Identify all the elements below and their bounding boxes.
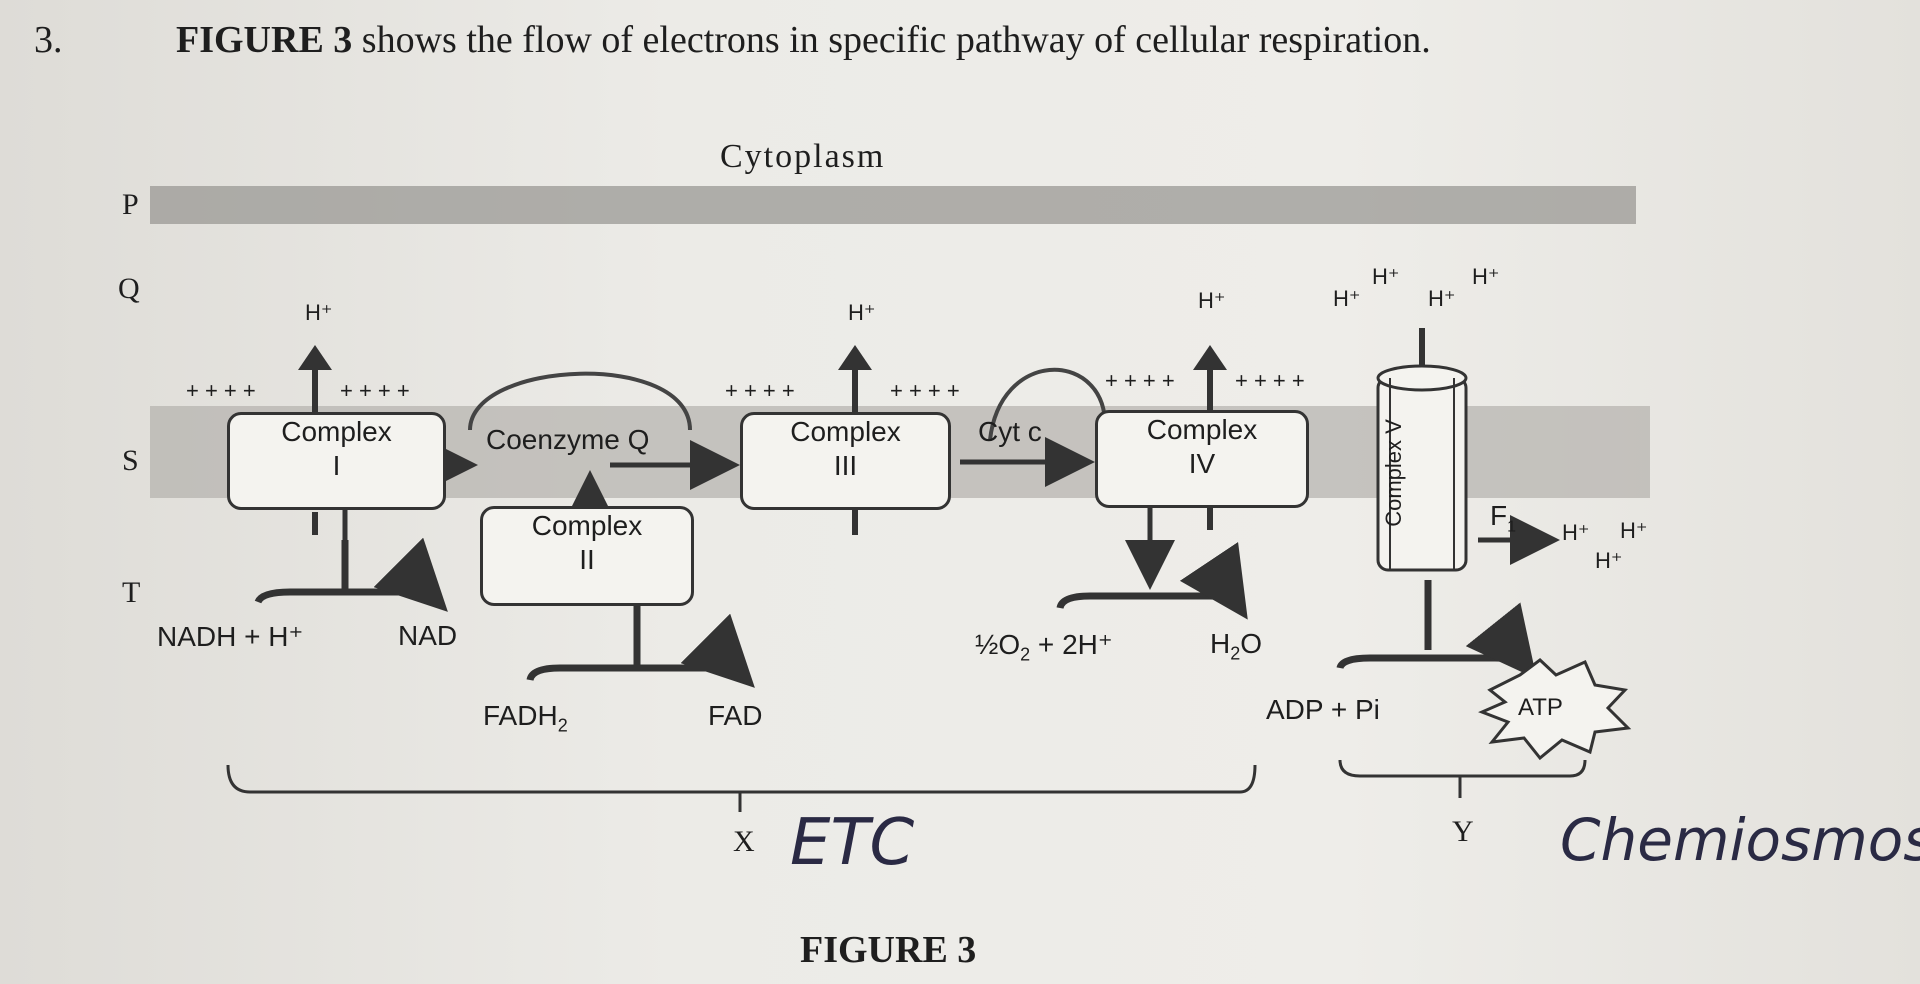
fadh2-label: FADH2 [483, 700, 568, 737]
adp-label: ADP + Pi [1266, 694, 1380, 725]
label-y: Y [1452, 815, 1474, 848]
complex3-line1: Complex [790, 416, 901, 447]
outer-membrane-band [150, 186, 1636, 224]
bracket-y [1338, 759, 1587, 798]
oxygen-subscript: 2 [1020, 644, 1031, 665]
oxygen-text: ½O [975, 629, 1021, 660]
coenzyme-q-label: Coenzyme Q [486, 424, 650, 455]
handwritten-answer-x: ETC [790, 806, 915, 880]
hplus-complex1: H⁺ [305, 300, 333, 325]
hplus-matrix-2: H⁺ [1620, 518, 1648, 543]
oxygen-protons: + 2H⁺ [1030, 629, 1113, 660]
question-text: FIGURE 3 shows the flow of electrons in … [176, 18, 1431, 62]
f1-label: F1 [1490, 500, 1516, 537]
water-o: O [1240, 628, 1263, 659]
label-q: Q [118, 272, 140, 305]
hplus-top-1: H⁺ [1333, 286, 1361, 311]
water-h: H [1210, 628, 1231, 659]
plus-signs-3a: + + + + [725, 378, 795, 403]
hplus-matrix-1: H⁺ [1562, 520, 1590, 545]
complex-2-box: Complex II [480, 506, 694, 606]
proton-pump-arrows [298, 345, 1227, 420]
label-x: X [733, 825, 755, 858]
complex1-line1: Complex [281, 416, 392, 447]
nad-label: NAD [398, 620, 458, 651]
atp-reaction-curve [1336, 580, 1528, 668]
plus-signs-4b: + + + + [1235, 368, 1305, 393]
question-figure-ref: FIGURE 3 [176, 19, 353, 61]
complex2-line2: II [579, 544, 595, 575]
plus-signs-1b: + + + + [340, 378, 410, 403]
coenzyme-q-loop [468, 371, 692, 431]
bracket-x [226, 764, 1257, 812]
fadh2-reaction-curve [526, 605, 745, 680]
hplus-complex3: H⁺ [848, 300, 876, 325]
atp-label: ATP [1518, 694, 1563, 721]
complex-1-box: Complex I [227, 412, 446, 510]
complex-4-box: Complex IV [1095, 410, 1309, 508]
hplus-top-3: H⁺ [1428, 286, 1456, 311]
complex4-line2: IV [1188, 448, 1216, 479]
complex3-line2: III [833, 450, 858, 481]
cyt-c-label: Cyt c [978, 416, 1042, 447]
figure-caption: FIGURE 3 [800, 929, 977, 971]
complex-3-box: Complex III [740, 412, 951, 510]
f1-subscript: 1 [1507, 518, 1517, 536]
nadh-label: NADH + H⁺ [157, 621, 304, 652]
fadh2-text: FADH [483, 700, 558, 731]
hplus-top-2: H⁺ [1372, 264, 1400, 289]
label-t: T [122, 576, 141, 609]
complex5-cylinder [1376, 364, 1468, 572]
fad-label: FAD [708, 700, 763, 731]
complex2-line1: Complex [531, 510, 643, 541]
complex-5-label: Complex V [1380, 419, 1406, 527]
complex4-line1: Complex [1146, 414, 1258, 445]
oxygen-label: ½O2 + 2H⁺ [975, 628, 1113, 666]
cytoplasm-label: Cytoplasm [720, 138, 886, 175]
fadh2-subscript: 2 [557, 715, 568, 736]
nadh-reaction-curve [254, 540, 438, 602]
water-label: H2O [1210, 628, 1262, 665]
cytc-loop [988, 367, 1107, 441]
label-s: S [122, 444, 139, 477]
hplus-matrix-3: H⁺ [1595, 548, 1623, 573]
plus-signs-1a: + + + + [186, 378, 256, 403]
question-number: 3. [34, 19, 63, 61]
plus-signs-3b: + + + + [890, 378, 960, 403]
hplus-top-4: H⁺ [1472, 264, 1500, 289]
complex1-line2: I [332, 450, 341, 481]
handwritten-answer-y: Chemiosmosis [1560, 806, 1920, 874]
oxygen-reaction-curve [1056, 541, 1248, 620]
water-subscript: 2 [1230, 643, 1241, 664]
label-p: P [122, 188, 139, 221]
atp-starburst [1478, 658, 1632, 761]
hplus-complex4: H⁺ [1198, 288, 1226, 313]
plus-signs-4a: + + + + [1105, 368, 1175, 393]
question-body: shows the flow of electrons in specific … [352, 19, 1431, 61]
f1-text: F [1490, 500, 1508, 531]
